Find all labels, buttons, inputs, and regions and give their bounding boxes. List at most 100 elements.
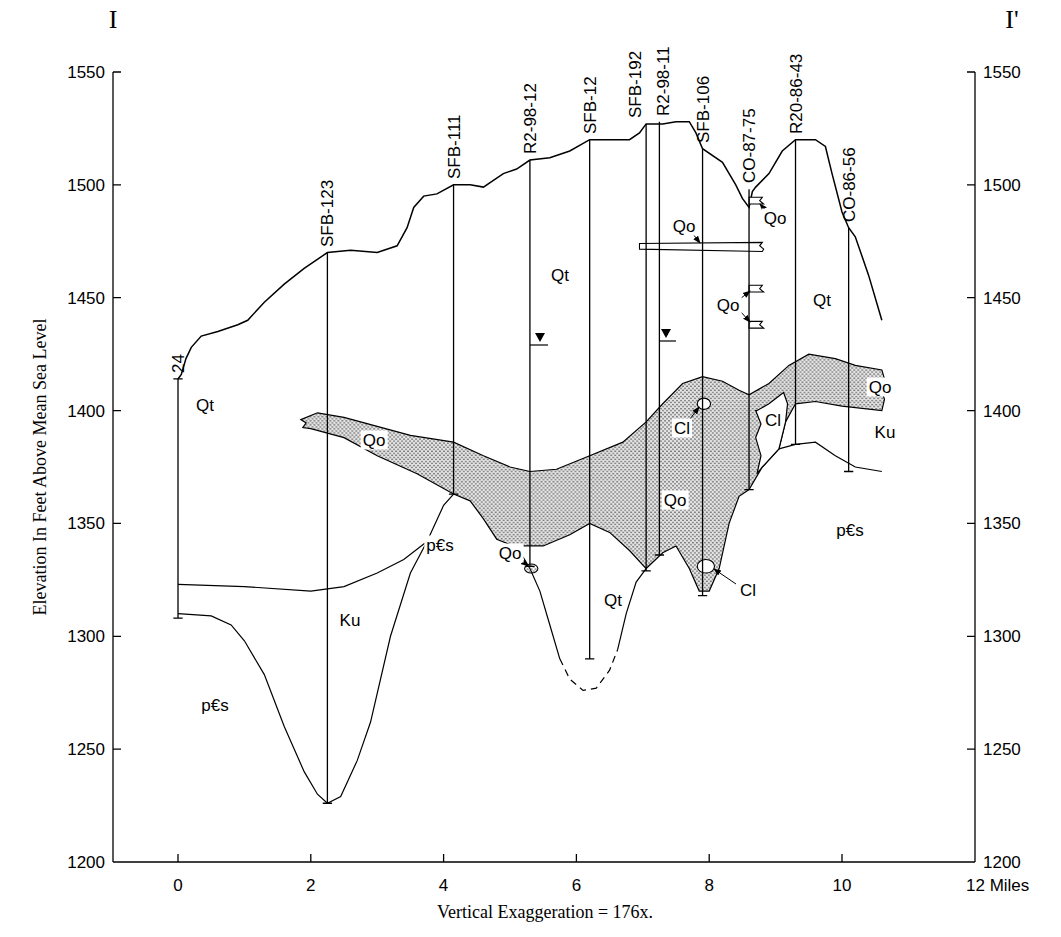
well-line — [173, 379, 182, 618]
axis-tick-label: 1550 — [983, 64, 1021, 81]
qo-lens — [749, 285, 764, 292]
leader-arrow — [690, 407, 699, 419]
water-level-line — [530, 344, 548, 345]
well-name: R20-86-43 — [787, 53, 804, 133]
left-axis — [112, 72, 113, 862]
leader-arrow — [714, 569, 736, 584]
bottom-axis — [113, 861, 975, 862]
well-name: SFB-106 — [694, 76, 711, 143]
well-line — [791, 140, 800, 445]
axis-tick-label: 0 — [173, 877, 182, 894]
callout-label: Cl — [672, 419, 692, 438]
well-line — [525, 160, 534, 566]
qo-lens — [749, 321, 764, 328]
unit-label: Qt — [549, 266, 571, 285]
unit-label: Qo — [361, 431, 388, 450]
unit-label: p€s — [834, 521, 865, 540]
axis-tick-label: 4 — [439, 877, 448, 894]
qo-unit-fill — [301, 354, 885, 591]
well-line — [698, 149, 707, 596]
well-name: R2-98-11 — [654, 46, 671, 116]
axis-tick-label: 1200 — [983, 853, 1021, 870]
unit-label: Ku — [873, 423, 898, 442]
well-line — [449, 185, 458, 494]
callout-label: Qo — [497, 544, 524, 563]
well-line — [844, 228, 853, 472]
callout-arrows — [519, 204, 766, 584]
section-end-letter: I' — [1005, 7, 1018, 33]
cl-unit — [756, 392, 788, 473]
axis-title: Elevation In Feet Above Mean Sea Level — [31, 319, 49, 616]
unit-label: p€s — [199, 696, 230, 715]
water-level-symbol — [661, 329, 671, 338]
axis-ticks — [113, 72, 975, 862]
pcs-contact — [779, 442, 882, 471]
axis-tick-label: 8 — [704, 877, 713, 894]
inferred-contact — [560, 650, 618, 691]
axis-tick-label: 1200 — [67, 853, 105, 870]
axis-tick-label: 1550 — [67, 64, 105, 81]
axis-tick-label: 12 Miles — [966, 877, 1029, 894]
water-levels — [530, 329, 676, 345]
leader-arrow — [740, 311, 750, 322]
well-name: SFB-111 — [445, 114, 462, 179]
exaggeration-note: Vertical Exaggeration = 176x. — [437, 903, 653, 921]
channel-contact — [513, 546, 559, 659]
qo-unit — [301, 354, 885, 591]
wells — [173, 122, 853, 804]
axis-tick-label: 1300 — [67, 628, 105, 645]
well-line — [323, 253, 332, 804]
ku-contact — [178, 541, 427, 591]
callout-label: Qo — [671, 217, 698, 236]
axis-tick-label: 1300 — [983, 628, 1021, 645]
axis-tick-label: 1250 — [67, 741, 105, 758]
axis-tick-label: 1350 — [983, 515, 1021, 532]
axis-tick-label: 6 — [572, 877, 581, 894]
leader-arrow — [740, 291, 750, 299]
water-level-line — [659, 340, 676, 341]
unit-label: Ku — [338, 611, 363, 630]
pcs-contact — [178, 494, 454, 803]
lenses — [525, 197, 764, 573]
well-name: CO-86-56 — [840, 147, 857, 222]
well-line — [585, 140, 594, 659]
unit-label: Qt — [811, 291, 833, 310]
axis-tick-label: 1400 — [983, 402, 1021, 419]
axes — [113, 72, 975, 862]
well-line — [641, 124, 650, 571]
unit-label: p€s — [424, 536, 455, 555]
qo-lens — [749, 197, 764, 204]
axis-tick-label: 1350 — [67, 515, 105, 532]
well-name: SFB-12 — [581, 76, 598, 134]
geology — [173, 122, 884, 804]
callout-label: Qo — [715, 296, 742, 315]
unit-label: Qo — [867, 378, 894, 397]
qo-lens — [639, 242, 763, 251]
right-axis — [974, 72, 975, 862]
axis-tick-label: 1500 — [983, 176, 1021, 193]
axis-tick-label: 1500 — [67, 176, 105, 193]
unit-label: Qt — [194, 396, 216, 415]
callout-label: Qo — [762, 209, 789, 228]
well-name: CO-87-75 — [741, 109, 758, 184]
unit-label: Qt — [602, 591, 624, 610]
callout-label: Cl — [738, 581, 758, 600]
axis-tick-label: 1450 — [983, 289, 1021, 306]
well-line — [744, 189, 753, 489]
contacts — [178, 122, 882, 804]
well-name: SFB-192 — [626, 51, 643, 118]
water-level-symbol — [535, 333, 545, 342]
cl-lens — [697, 560, 714, 574]
axis-tick-label: 10 — [833, 877, 852, 894]
axis-tick-label: 1250 — [983, 741, 1021, 758]
unit-label: Qo — [662, 491, 689, 510]
axis-tick-label: 1400 — [67, 402, 105, 419]
axis-tick-label: 1450 — [67, 289, 105, 306]
cl-lens — [697, 398, 710, 409]
section-end-letter: I — [109, 7, 118, 33]
well-name: R2-98-12 — [521, 83, 538, 154]
axis-tick-label: 2 — [306, 877, 315, 894]
well-name: SFB-123 — [319, 179, 336, 246]
well-name: 24 — [170, 354, 187, 373]
